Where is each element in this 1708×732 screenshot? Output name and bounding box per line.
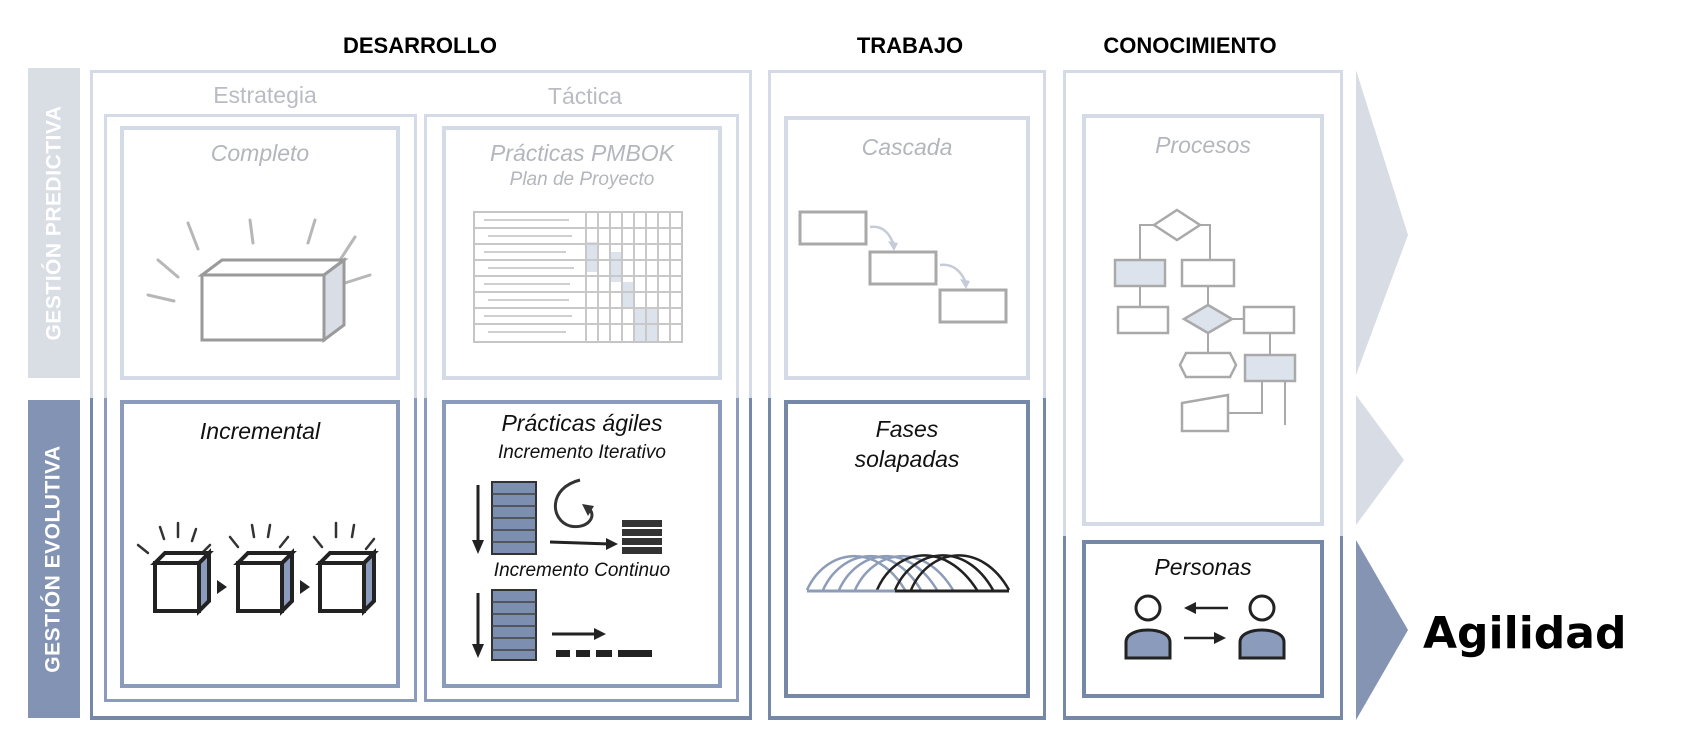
fases-label-1: Fases xyxy=(875,416,939,442)
tactica-frame-bottom xyxy=(424,398,739,702)
people-interaction-icon xyxy=(1124,594,1286,660)
row-label-evolutiva: GESTIÓN EVOLUTIVA xyxy=(28,400,80,718)
row-label-predictiva: GESTIÓN PREDICTIVA xyxy=(28,68,80,378)
completo-label: Completo xyxy=(210,140,310,166)
predictive-arrow xyxy=(1356,70,1408,375)
pmbok-box xyxy=(442,126,722,380)
column-header-trabajo: TRABAJO xyxy=(856,33,964,58)
trabajo-frame-evolutive xyxy=(768,398,1046,720)
evolutive-arrow-light xyxy=(1356,395,1404,525)
complete-box-icon xyxy=(146,218,372,343)
fases-label-2: solapadas xyxy=(854,446,960,472)
subheader-tactica: Táctica xyxy=(547,83,623,109)
estrategia-frame-bottom xyxy=(104,398,417,702)
incremento-continuo-label: Incremento Continuo xyxy=(493,560,671,581)
conocimiento-frame-predictive xyxy=(1063,70,1343,540)
practicas-agiles-box xyxy=(442,400,722,688)
incremental-label: Incremental xyxy=(199,418,321,444)
cascada-box xyxy=(784,116,1030,380)
cascada-label: Cascada xyxy=(861,134,953,160)
personas-label: Personas xyxy=(1154,554,1252,580)
desarrollo-frame-evolutive xyxy=(90,398,752,720)
subheader-estrategia: Estrategia xyxy=(213,82,317,108)
process-flowchart-icon xyxy=(1113,208,1297,433)
fases-box xyxy=(784,400,1030,698)
personas-box xyxy=(1082,540,1324,698)
row-label-predictiva-text: GESTIÓN PREDICTIVA xyxy=(42,105,65,341)
trabajo-frame-predictive xyxy=(768,70,1046,400)
overlapping-phases-icon xyxy=(805,554,1011,593)
tactica-frame-top xyxy=(424,114,739,400)
agility-arrow xyxy=(1356,540,1408,720)
incremento-iterativo-label: Incremento Iterativo xyxy=(498,442,666,463)
practicas-agiles-label: Prácticas ágiles xyxy=(501,410,663,436)
row-label-evolutiva-text: GESTIÓN EVOLUTIVA xyxy=(42,445,65,673)
gantt-chart-icon xyxy=(473,211,683,343)
agilidad-label: Agilidad xyxy=(1423,608,1627,659)
waterfall-icon xyxy=(798,210,1008,324)
plan-proyecto-label: Plan de Proyecto xyxy=(509,169,655,190)
pmbok-label: Prácticas PMBOK xyxy=(489,140,675,166)
iterative-increment-icon xyxy=(472,478,662,555)
incremental-cubes-icon xyxy=(136,521,379,616)
desarrollo-frame-predictive xyxy=(90,70,752,400)
completo-box xyxy=(120,126,400,380)
incremental-box xyxy=(120,400,400,688)
procesos-label: Procesos xyxy=(1155,132,1251,158)
column-header-desarrollo: DESARROLLO xyxy=(343,33,497,58)
progression-arrows xyxy=(1356,70,1408,720)
conocimiento-frame-evolutive xyxy=(1063,536,1343,720)
continuous-increment-icon xyxy=(472,589,652,661)
procesos-box xyxy=(1082,114,1324,526)
column-header-conocimiento: CONOCIMIENTO xyxy=(1103,33,1277,58)
estrategia-frame-top xyxy=(104,114,417,400)
